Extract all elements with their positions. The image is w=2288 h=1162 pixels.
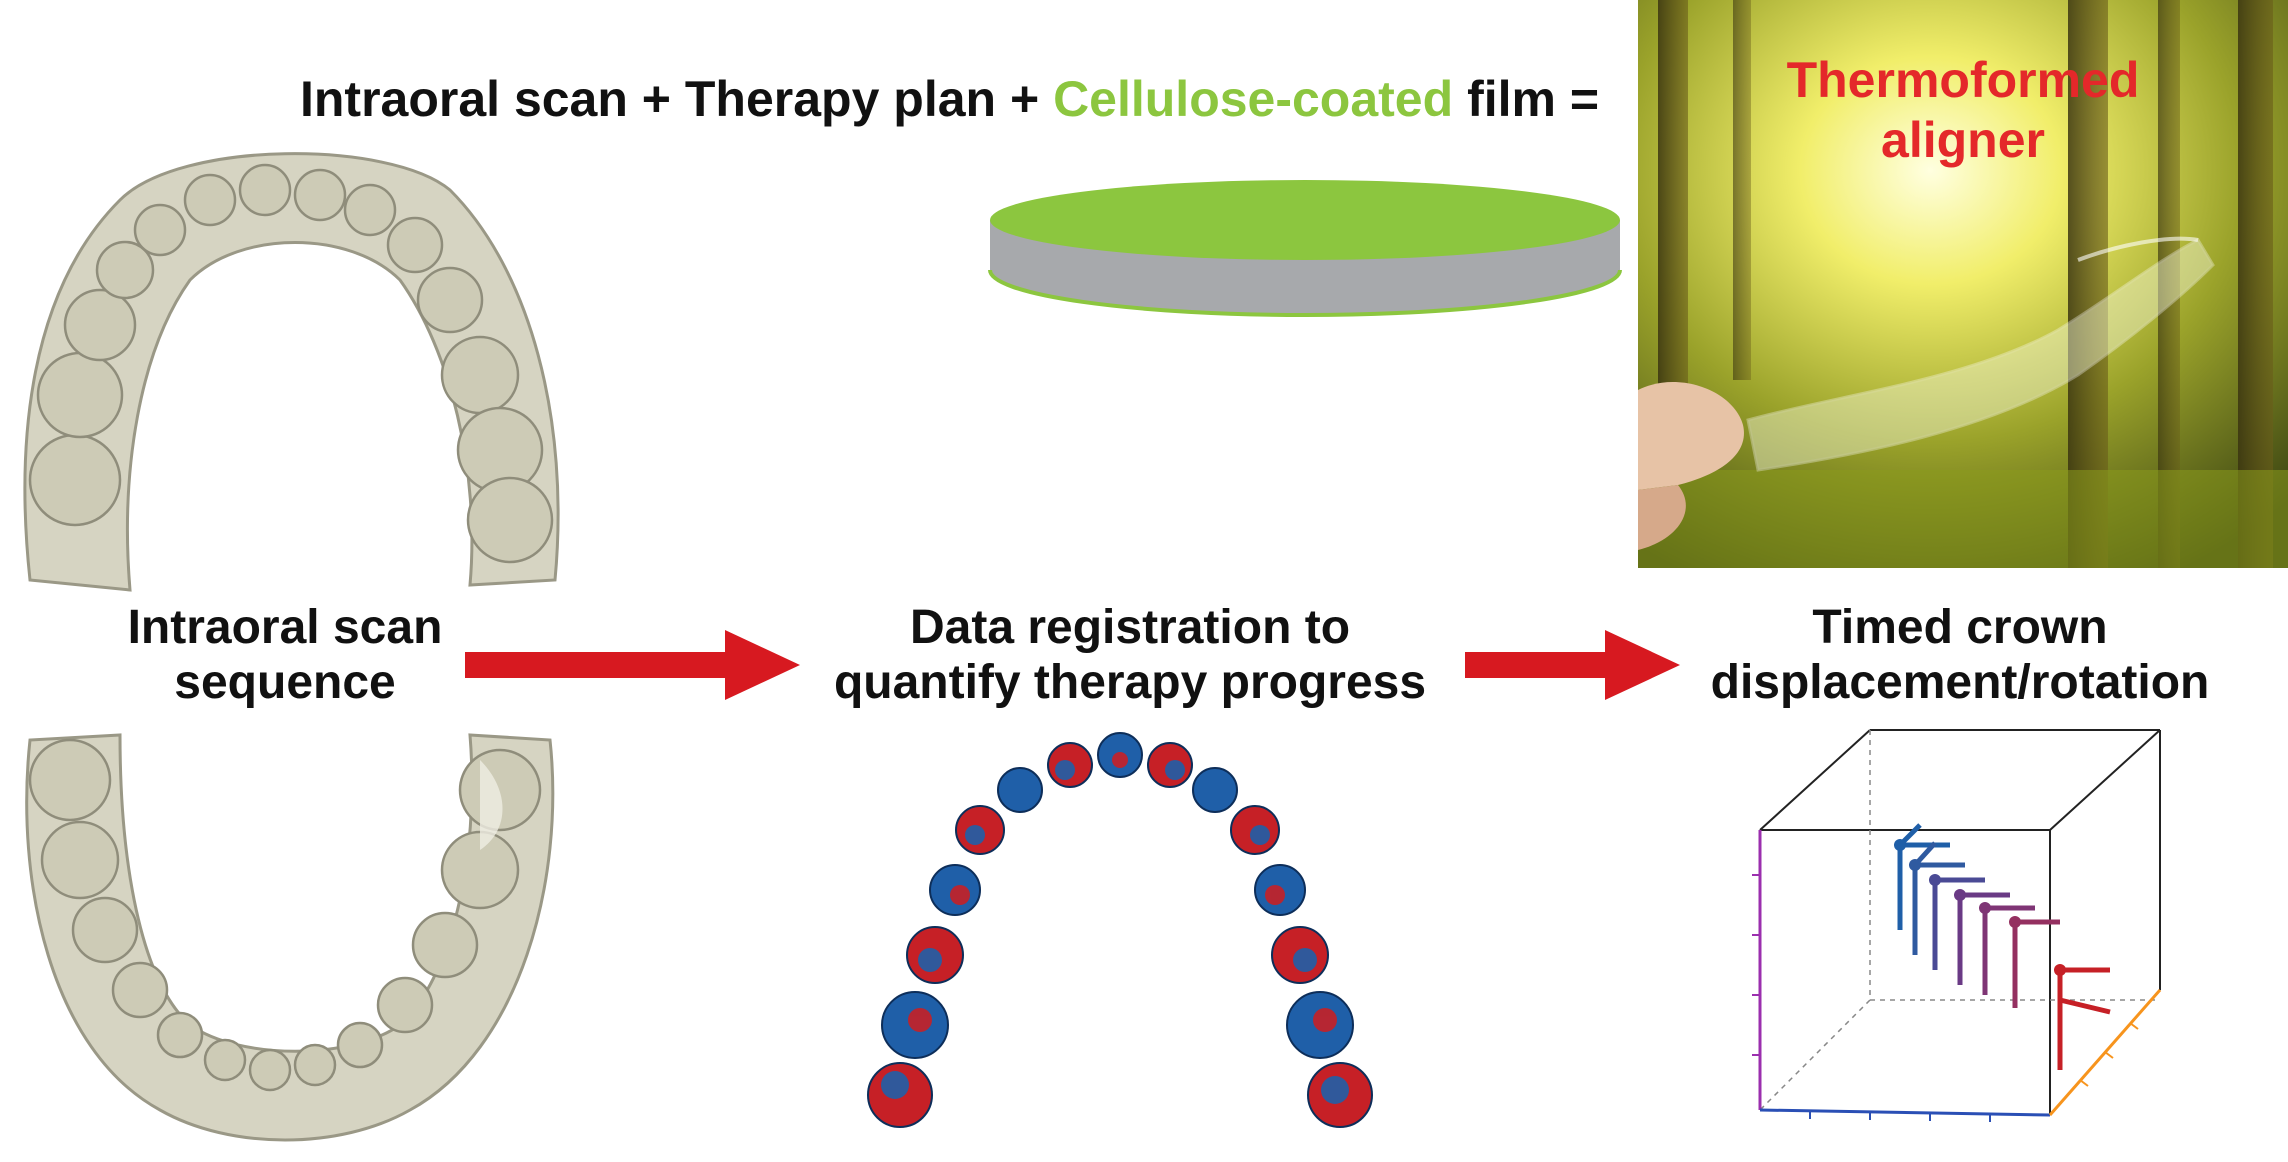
step-2-line-2: quantify therapy progress: [833, 656, 1427, 710]
registered-arch-overlay: [867, 732, 1373, 1128]
equation-part-1: Intraoral scan + Therapy plan +: [300, 71, 1054, 127]
lower-dental-arch-scan: [25, 733, 555, 1142]
aligner-title-line-1: Thermoformed: [1786, 52, 2140, 108]
upper-dental-arch-scan: [23, 152, 560, 592]
equation-header: Intraoral scan + Therapy plan + Cellulos…: [300, 70, 1599, 128]
film-disc-icon: [988, 180, 1622, 317]
right-arrow-icon: [1465, 630, 1680, 700]
step-1-line-2: sequence: [174, 656, 396, 710]
equation-part-3: film =: [1453, 71, 1600, 127]
step-3-line-1: Timed crown: [1812, 601, 2108, 654]
step-label-crown-displacement: Timed crown displacement/rotation: [1680, 600, 2240, 710]
equation-highlight: Cellulose-coated: [1053, 71, 1454, 127]
step-label-scan-sequence: Intraoral scan sequence: [90, 600, 480, 710]
step-label-data-registration: Data registration to quantify therapy pr…: [790, 600, 1470, 710]
aligner-photo: Thermoformed aligner: [1638, 0, 2288, 568]
step-2-line-1: Data registration to: [909, 601, 1351, 654]
aligner-title: Thermoformed aligner: [1638, 50, 2288, 170]
step-3-line-2: displacement/rotation: [1710, 656, 2210, 710]
3d-trajectory-plot: [1752, 729, 2162, 1122]
aligner-title-line-2: aligner: [1881, 112, 2045, 168]
step-1-line-1: Intraoral scan: [127, 601, 443, 654]
right-arrow-icon: [465, 630, 800, 700]
